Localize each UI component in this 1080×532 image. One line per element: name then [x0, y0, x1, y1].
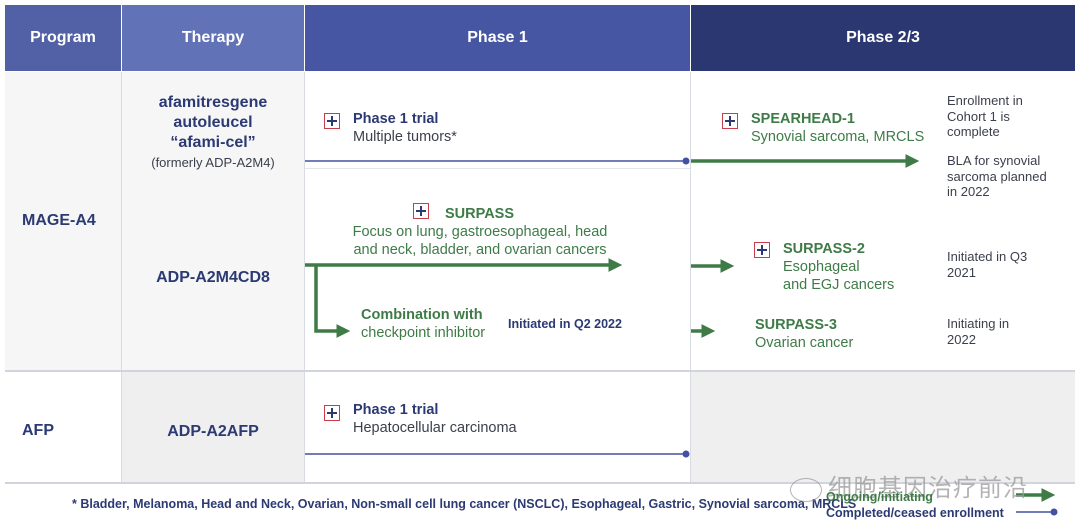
spearhead-title: SPEARHEAD-1	[751, 111, 855, 127]
surpass3-title: SURPASS-3	[755, 317, 837, 333]
afp-phase1-title: Phase 1 trial	[353, 402, 439, 418]
afami-note-enrollment: Enrollment in Cohort 1 is complete	[947, 93, 1023, 139]
grid-hline-mid	[5, 370, 1075, 372]
program-mage-a4: MAGE-A4	[22, 212, 96, 229]
afp-therapy-bg	[122, 372, 304, 482]
therapy-afami-line-3: “afami-cel”	[170, 134, 256, 151]
therapy-afp-name: ADP-A2AFP	[167, 423, 259, 440]
afami-phase1-title: Phase 1 trial	[353, 111, 439, 127]
afp-phase1-trial: Phase 1 trial Hepatocellular carcinoma	[353, 401, 517, 437]
combination-trial: Combination with checkpoint inhibitor	[361, 306, 485, 342]
grid-vline-3	[690, 72, 691, 482]
mage-phase23-bg	[691, 72, 1075, 370]
legend-ongoing-label: Ongoing/initiating	[826, 490, 933, 504]
surpass3-sub: Ovarian cancer	[755, 335, 854, 351]
plus-icon-surpass2	[754, 242, 770, 258]
therapy-adp-a2afp: ADP-A2AFP	[122, 422, 304, 442]
therapy-afami-formerly: (formerly ADP-A2M4)	[151, 155, 275, 170]
header-phase1: Phase 1	[305, 5, 690, 71]
surpass-sub-1: Focus on lung, gastroesophageal, head	[352, 224, 608, 240]
header-therapy: Therapy	[122, 5, 304, 71]
surpass-trial: SURPASS	[445, 205, 514, 223]
watermark: 细胞基因治疗前沿	[790, 468, 1028, 503]
surpass-3-trial: SURPASS-3 Ovarian cancer	[755, 316, 853, 352]
watermark-text: 细胞基因治疗前沿	[828, 475, 1028, 502]
surpass2-title: SURPASS-2	[783, 241, 865, 257]
afami-phase1-end-dot	[682, 157, 690, 165]
surpass-title: SURPASS	[445, 206, 515, 222]
grid-hline-afami	[305, 168, 690, 169]
mage-phase1-bg	[305, 72, 690, 370]
grid-vline-1	[121, 72, 122, 482]
surpass3-note: Initiating in 2022	[947, 316, 1010, 347]
therapy-cd8-name: ADP-A2M4CD8	[156, 269, 270, 286]
therapy-afami-line-2: autoleucel	[173, 114, 253, 131]
combination-title: Combination with	[361, 307, 483, 323]
spearhead-sub: Synovial sarcoma, MRCLS	[751, 129, 925, 145]
afp-phase1-end-dot	[682, 450, 690, 458]
combination-sub: checkpoint inhibitor	[361, 325, 486, 341]
plus-icon-afami-phase1	[324, 113, 340, 129]
surpass2-sub-2: and EGJ cancers	[783, 277, 895, 293]
header-program: Program	[5, 5, 121, 71]
legend-completed-dot	[1050, 508, 1058, 516]
afami-phase1-sub: Multiple tumors*	[353, 129, 457, 145]
wechat-icon	[790, 477, 822, 502]
footnote: * Bladder, Melanoma, Head and Neck, Ovar…	[72, 497, 857, 511]
combination-note: Initiated in Q2 2022	[508, 317, 622, 331]
therapy-adp-a2m4cd8: ADP-A2M4CD8	[122, 268, 304, 288]
combination-branch-arrow	[314, 265, 351, 338]
legend-completed-label: Completed/ceased enrollment	[826, 506, 1004, 520]
grid-hline-bottom	[5, 482, 1075, 484]
program-afp: AFP	[22, 422, 54, 439]
plus-icon-afp-phase1	[324, 405, 340, 421]
therapy-afami-cel: afamitresgene autoleucel “afami-cel” (fo…	[122, 93, 304, 170]
spearhead-1-trial: SPEARHEAD-1 Synovial sarcoma, MRCLS	[751, 110, 924, 146]
therapy-afami-line-1: afamitresgene	[158, 94, 268, 111]
afami-note-bla: BLA for synovial sarcoma planned in 2022	[947, 153, 1047, 199]
surpass-description: Focus on lung, gastroesophageal, head an…	[340, 223, 620, 259]
surpass-sub-2: and neck, bladder, and ovarian cancers	[353, 242, 607, 258]
surpass-2-trial: SURPASS-2 Esophageal and EGJ cancers	[783, 240, 894, 294]
plus-icon-spearhead	[722, 113, 738, 129]
afp-phase1-sub: Hepatocellular carcinoma	[353, 420, 517, 436]
afami-phase1-trial: Phase 1 trial Multiple tumors*	[353, 110, 457, 146]
surpass2-note: Initiated in Q3 2021	[947, 249, 1028, 280]
header-phase23: Phase 2/3	[691, 5, 1075, 71]
plus-icon-surpass	[413, 203, 429, 219]
surpass2-sub-1: Esophageal	[783, 259, 860, 275]
afp-phase23-bg	[691, 372, 1075, 482]
grid-vline-2	[304, 72, 305, 482]
